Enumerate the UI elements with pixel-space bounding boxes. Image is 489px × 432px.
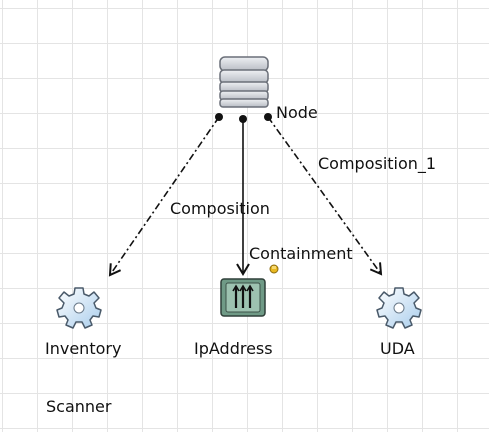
status-badge [269, 264, 279, 274]
edge-label-composition: Composition [170, 199, 270, 218]
uda-label: UDA [380, 339, 415, 358]
edge-label-composition-1: Composition_1 [318, 154, 437, 173]
gear-icon[interactable] [56, 287, 102, 329]
edge-label-containment: Containment [249, 244, 353, 263]
database-server-icon[interactable] [219, 56, 269, 108]
inventory-scanner-label-line2: Scanner [46, 397, 112, 416]
inventory-scanner-label-line1: Inventory [45, 339, 122, 358]
network-interface-icon[interactable] [220, 278, 266, 317]
ipaddress-label: IpAddress [194, 339, 273, 358]
node-label: Node [276, 103, 318, 122]
edge-node-to-inventory[interactable] [108, 113, 223, 277]
gear-icon[interactable] [376, 287, 422, 329]
edge-node-to-uda[interactable] [264, 113, 383, 276]
edge-node-to-ipaddress[interactable] [236, 115, 250, 276]
